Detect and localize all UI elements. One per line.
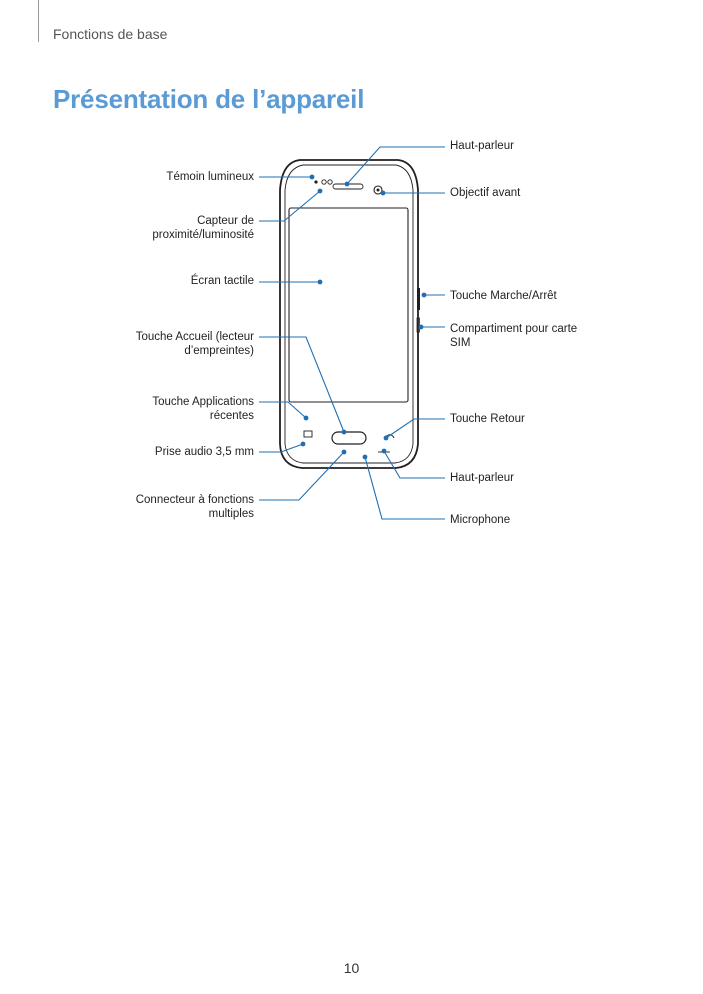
callout-top-speaker-line [346,146,445,185]
callout-top-speaker-dot [344,181,350,187]
callout-camera-dot [380,190,386,196]
callout-sim-dot [418,324,424,330]
proximity-sensor-1 [321,179,327,185]
recent-apps-key-icon [303,430,313,438]
callout-recent-dot [303,415,309,421]
section-header: Fonctions de base [53,26,168,42]
callout-back-line [385,418,445,439]
phone-inner-edge [284,164,414,464]
label-top-speaker: Haut-parleur [450,140,514,152]
callout-home-dot [341,429,347,435]
callout-mic-line [364,456,445,520]
touch-screen [288,207,409,403]
callout-power-dot [421,292,427,298]
label-sim-tray: Compartiment pour carte SIM [450,323,578,349]
callout-lines [259,146,445,520]
power-key [417,288,420,310]
callout-connector-line [259,451,345,501]
callout-bottom-speaker-dot [381,448,387,454]
callout-bottom-speaker-line [383,450,445,479]
callout-proximity-line [259,190,321,222]
label-back-key: Touche Retour [450,413,525,425]
home-key [331,431,367,445]
sim-tray [416,317,420,333]
page-title: Présentation de l’appareil [53,84,365,114]
label-recent-apps-key: Touche Applications récentes [152,396,254,422]
label-power-key: Touche Marche/Arrêt [450,290,557,302]
label-touch-screen: Écran tactile [190,275,254,287]
label-multipurpose-connector: Connecteur à fonctions multiples [135,494,254,520]
callout-proximity-dot [317,188,323,194]
margin-rule [38,0,39,42]
proximity-sensor-2 [327,179,333,185]
led-indicator [314,180,318,184]
label-microphone: Microphone [450,514,511,526]
front-camera-lens [373,185,383,195]
label-led-indicator: Témoin lumineux [166,171,254,183]
callout-jack-line [259,443,304,453]
label-home-key: Touche Accueil (lecteur d’empreintes) [135,331,254,357]
label-proximity-sensor: Capteur de proximité/luminosité [152,215,254,241]
label-front-camera: Objectif avant [450,187,521,199]
callout-jack-dot [300,441,306,447]
label-bottom-speaker: Haut-parleur [450,472,514,484]
callout-screen-dot [317,279,323,285]
phone-outer-body [279,159,419,469]
callout-home-line [259,336,345,433]
callout-back-dot [383,435,389,441]
callout-dots [300,174,427,460]
callout-mic-dot [362,454,368,460]
callout-connector-dot [341,449,347,455]
callout-led-dot [309,174,315,180]
callout-recent-line [259,401,307,419]
page-number: 10 [343,960,360,976]
label-audio-jack: Prise audio 3,5 mm [154,446,254,458]
